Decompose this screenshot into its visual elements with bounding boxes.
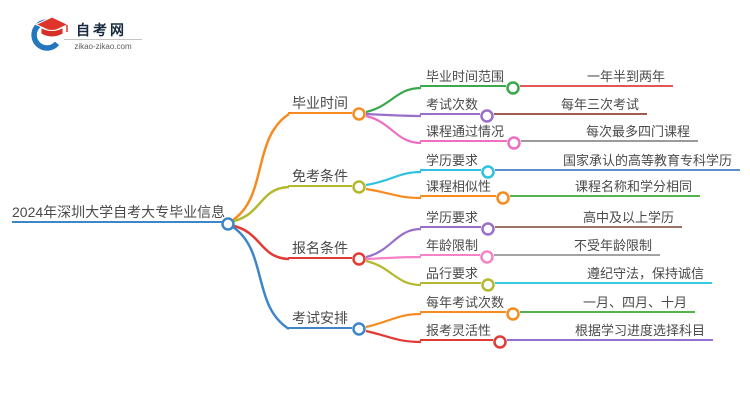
child3-1-circle: [493, 335, 507, 349]
child-label-exam-count: 考试次数: [420, 95, 480, 115]
branch-exam-exemption: 免考条件: [288, 166, 352, 187]
branch-registration-conditions: 报名条件: [288, 238, 352, 259]
child-label-course-similarity: 课程相似性: [420, 177, 496, 197]
branch-graduation-time: 毕业时间: [288, 93, 352, 114]
child-label-course-pass-status: 课程通过情况: [420, 122, 507, 142]
connector-root-to-branch-3: [232, 225, 290, 331]
site-logo: 自考网 zikao-zikao.com: [28, 12, 158, 60]
logo-divider: zikao-zikao.com: [64, 39, 142, 51]
child1-0-circle: [481, 165, 495, 179]
branch1-circle: [352, 180, 366, 194]
child-label-graduation-time-range: 毕业时间范围: [420, 67, 506, 87]
root-node-label: 2024年深圳大学自考大专毕业信息: [12, 202, 225, 223]
branch2-circle: [352, 252, 366, 266]
connector-branch3-child0: [365, 312, 422, 329]
child-label-registration-flexibility: 报考灵活性: [420, 321, 493, 341]
leaf-value-course-pass-status: 每次最多四门课程: [521, 122, 698, 142]
connector-branch3-child1: [365, 329, 422, 344]
connector-branch2-child2: [365, 259, 422, 287]
site-name: 自考网: [76, 22, 127, 38]
child-label-age-limit: 年龄限制: [420, 236, 480, 256]
branch0-circle: [352, 107, 366, 121]
connector-branch1-child0: [365, 170, 422, 187]
leaf-value-education-requirement-exemption: 国家承认的高等教育专科学历: [495, 151, 740, 171]
leaf-value-graduation-time-range: 一年半到两年: [520, 67, 673, 87]
child0-0-circle: [506, 81, 520, 95]
child-label-conduct-requirement: 品行要求: [420, 264, 481, 284]
child2-2-circle: [481, 278, 495, 292]
connector-branch0-child1: [365, 112, 422, 118]
connector-root-to-branch-1: [233, 185, 290, 223]
leaf-value-exam-count: 每年三次考试: [494, 95, 647, 115]
child-label-yearly-exam-count: 每年考试次数: [420, 293, 506, 313]
child-label-education-requirement-registration: 学历要求: [420, 208, 481, 228]
site-domain: zikao-zikao.com: [74, 42, 132, 51]
leaf-value-education-requirement-registration: 高中及以上学历: [495, 208, 682, 228]
child2-0-circle: [481, 222, 495, 236]
leaf-value-conduct-requirement: 遵纪守法，保持诚信: [495, 264, 712, 284]
child1-1-circle: [496, 191, 510, 205]
child2-1-circle: [480, 250, 494, 264]
connector-branch0-child2: [365, 114, 422, 145]
leaf-value-registration-flexibility: 根据学习进度选择科目: [507, 321, 713, 341]
graduation-cap-icon: [31, 16, 70, 51]
leaf-value-course-similarity: 课程名称和学分相同: [510, 177, 700, 197]
connector-root-to-branch-0: [232, 112, 290, 222]
branch-exam-schedule: 考试安排: [288, 308, 352, 329]
connector-branch2-child1: [365, 255, 422, 261]
leaf-value-age-limit: 不受年龄限制: [494, 236, 660, 256]
connector-branch1-child1: [365, 187, 422, 200]
child3-0-circle: [506, 307, 520, 321]
connector-branch0-child0: [365, 86, 422, 114]
child0-1-circle: [480, 109, 494, 123]
leaf-value-yearly-exam-count: 一月、四月、十月: [520, 293, 695, 313]
child-label-education-requirement-exemption: 学历要求: [420, 151, 481, 171]
child0-2-circle: [507, 136, 521, 150]
connector-branch2-child0: [365, 227, 422, 259]
connector-root-to-branch-2: [233, 224, 290, 261]
branch3-circle: [352, 322, 366, 336]
